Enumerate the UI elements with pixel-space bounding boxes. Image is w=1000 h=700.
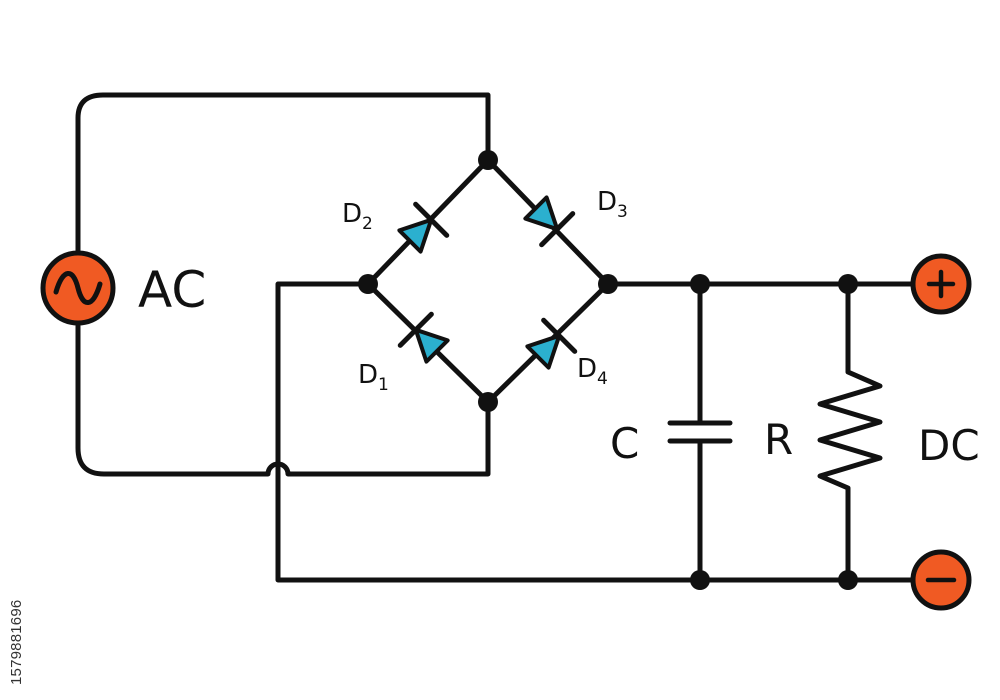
wires — [75, 92, 929, 583]
resistor-zigzag — [817, 281, 883, 583]
node-cap-top — [690, 274, 710, 294]
wire-bridge-edges — [365, 157, 611, 405]
sine-wave-icon — [53, 271, 103, 305]
wire-ac-bottom — [75, 320, 491, 477]
diode-label-d4: D4 — [577, 354, 608, 389]
node-res-top — [838, 274, 858, 294]
wire-ac-top — [75, 92, 491, 256]
ac-label: AC — [138, 261, 206, 319]
diode-d2-bar — [413, 201, 450, 238]
diode-label-d1: D1 — [358, 360, 389, 395]
diode-d1-bar — [397, 311, 434, 348]
capacitor-symbol — [667, 420, 733, 444]
capacitor-label: C — [610, 419, 639, 468]
node-cap-bottom — [690, 570, 710, 590]
stock-id-label: 1579881696 — [8, 455, 28, 685]
node-bridge-bottom — [478, 392, 498, 412]
diode-d3 — [523, 195, 576, 248]
node-bridge-left — [358, 274, 378, 294]
diode-label-d3: D3 — [597, 187, 628, 222]
diode-label-d2: D2 — [342, 199, 373, 234]
diode-d1 — [397, 311, 450, 364]
wire-left-node-to-negative — [275, 281, 929, 583]
diode-d3-triangle — [523, 195, 560, 232]
node-res-bottom — [838, 570, 858, 590]
plus-icon — [926, 269, 956, 299]
ac-source — [40, 250, 116, 326]
positive-terminal — [910, 253, 972, 315]
dc-label: DC — [918, 421, 980, 470]
junction-dots — [358, 150, 858, 590]
resistor-label: R — [764, 415, 793, 464]
diode-d2 — [397, 201, 450, 254]
node-bridge-right — [598, 274, 618, 294]
diode-d4 — [525, 317, 578, 370]
diode-d2-triangle — [397, 217, 434, 254]
diode-d1-triangle — [413, 327, 450, 364]
stock-id-text: 1579881696 — [8, 599, 25, 685]
negative-terminal — [910, 549, 972, 611]
diode-d4-triangle — [525, 333, 562, 370]
diode-d3-bar — [539, 211, 576, 248]
node-bridge-top — [478, 150, 498, 170]
diode-d4-bar — [541, 317, 578, 354]
